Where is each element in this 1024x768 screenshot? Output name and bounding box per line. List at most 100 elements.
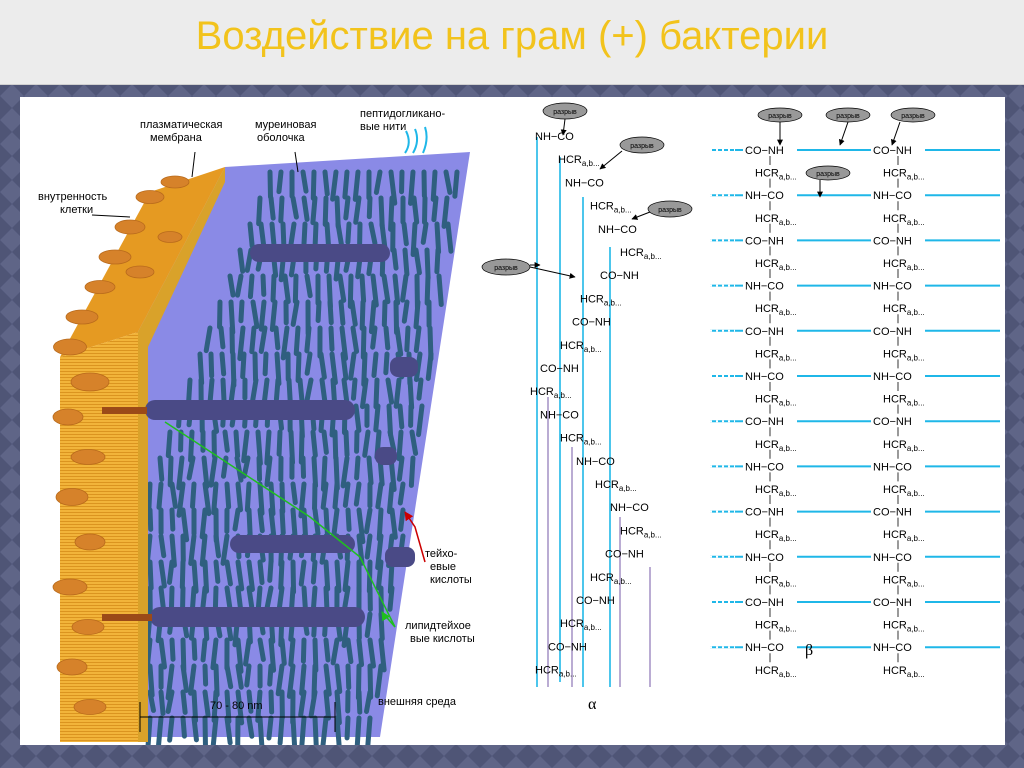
peptidoglycan-fiber: [322, 169, 330, 197]
peptidoglycan-fiber: [158, 689, 166, 716]
bg-texture: [984, 756, 1008, 768]
peptidoglycan-fiber: [268, 507, 277, 541]
peptidoglycan-fiber: [244, 663, 252, 688]
peptidoglycan-fiber: [445, 221, 454, 254]
beta-peptide-bond: CO−NH: [745, 416, 784, 428]
peptidoglycan-fiber: [298, 689, 307, 718]
peptidoglycan-fiber: [434, 247, 441, 275]
teichoic-rod: [385, 547, 415, 567]
peptidoglycan-fiber: [342, 169, 350, 200]
bg-texture: [0, 708, 24, 732]
peptidoglycan-label: пептидогликано- вые нити: [360, 108, 448, 133]
peptidoglycan-fiber: [279, 481, 286, 515]
label-pointer: [294, 151, 299, 173]
membrane-blob: [73, 699, 107, 715]
peptidoglycan-fiber: [364, 611, 373, 638]
peptidoglycan-fiber: [345, 221, 352, 245]
peptidoglycan-fiber: [243, 637, 252, 667]
bg-texture: [1008, 180, 1024, 204]
break-label: разрыв: [553, 109, 577, 116]
peptidoglycan-fiber: [334, 715, 342, 745]
peptidoglycan-fiber: [310, 429, 318, 458]
peptidoglycan-fiber: [383, 351, 390, 376]
membrane-blob: [70, 449, 106, 465]
bg-texture: [0, 324, 24, 348]
peptidoglycan-fiber: [237, 325, 246, 362]
peptidoglycan-fiber: [352, 169, 361, 202]
peptidoglycan-fiber: [180, 507, 190, 543]
peptidoglycan-fiber: [342, 481, 351, 508]
bg-texture: [0, 444, 24, 468]
bond-label-bg: [871, 143, 925, 157]
beta-hcr-group: HCRa,b...: [755, 303, 797, 317]
peptidoglycan-fiber: [267, 663, 274, 687]
peptidoglycan-fiber: [353, 403, 362, 433]
bg-texture: [0, 540, 24, 564]
bond-label-bg: [871, 323, 925, 338]
membrane-blob: [71, 619, 105, 635]
peptidoglycan-fiber: [257, 715, 265, 745]
break-label: разрыв: [630, 143, 654, 150]
alpha-peptide-bond: NH−CO: [540, 409, 579, 421]
peptidoglycan-fiber: [378, 195, 385, 229]
peptidoglycan-fiber: [235, 481, 244, 513]
bg-texture: [0, 372, 24, 396]
beta-peptide-bond: NH−CO: [873, 281, 912, 293]
peptidoglycan-fiber: [264, 429, 272, 466]
bg-texture: [0, 180, 24, 204]
break-bubble: [619, 136, 665, 154]
peptidoglycan-fiber: [362, 429, 371, 458]
peptidoglycan-fiber: [191, 689, 199, 724]
teichoic-label: тейхо- евые кислоты: [425, 548, 472, 586]
peptidoglycan-fiber: [278, 559, 285, 591]
peptidoglycan-fiber: [167, 455, 174, 488]
beta-peptide-bond: NH−CO: [745, 642, 784, 654]
beta-hcr-group: HCRa,b...: [883, 665, 925, 679]
peptidoglycan-fiber: [145, 715, 153, 745]
peptidoglycan-fiber: [323, 585, 330, 613]
peptidoglycan-fiber: [425, 351, 434, 381]
bg-texture: [1008, 156, 1024, 180]
peptidoglycan-fiber: [292, 273, 299, 304]
bg-texture: [1008, 732, 1024, 756]
beta-peptide-bond: NH−CO: [745, 281, 784, 293]
teichoic-rod: [150, 607, 365, 627]
alpha-peptide-bond: NH−CO: [565, 177, 604, 189]
peptidoglycan-fiber: [373, 403, 381, 433]
teichoic-rod: [375, 447, 397, 465]
beta-letter: β: [805, 642, 813, 659]
bg-texture: [648, 756, 672, 768]
beta-peptide-bond: NH−CO: [873, 371, 912, 383]
bg-texture: [240, 756, 264, 768]
bg-texture: [336, 756, 360, 768]
bond-label-bg: [871, 459, 925, 474]
alpha-peptide-bond: CO−NH: [600, 270, 639, 282]
peptidoglycan-fiber: [408, 169, 416, 206]
bg-texture: [48, 756, 72, 768]
bg-texture: [1008, 564, 1024, 588]
membrane-blob: [135, 190, 165, 204]
bg-texture: [1008, 348, 1024, 372]
bg-texture: [864, 756, 888, 768]
peptidoglycan-fiber: [176, 455, 185, 491]
peptidoglycan-fiber: [158, 559, 167, 589]
peptidoglycan-fiber: [381, 299, 388, 328]
bg-texture: [0, 732, 24, 756]
peptidoglycan-fiber: [165, 429, 173, 459]
peptidoglycan-fiber: [169, 533, 177, 568]
peptidoglycan-fiber: [246, 507, 253, 540]
peptidoglycan-fiber: [169, 637, 176, 662]
peptidoglycan-fiber: [260, 273, 267, 297]
peptidoglycan-fiber: [312, 715, 319, 745]
peptidoglycan-fiber: [278, 195, 285, 224]
peptidoglycan-fiber: [264, 455, 273, 488]
peptidoglycan-fiber: [202, 481, 212, 517]
peptidoglycan-fiber: [327, 299, 334, 326]
peptidoglycan-fiber: [190, 481, 197, 509]
peptidoglycan-fiber: [298, 559, 307, 587]
peptidoglycan-fiber: [345, 507, 352, 532]
membrane-blob: [65, 309, 99, 325]
bg-texture: [720, 756, 744, 768]
membrane-blob: [55, 488, 89, 506]
peptidoglycan-fiber: [199, 533, 208, 567]
